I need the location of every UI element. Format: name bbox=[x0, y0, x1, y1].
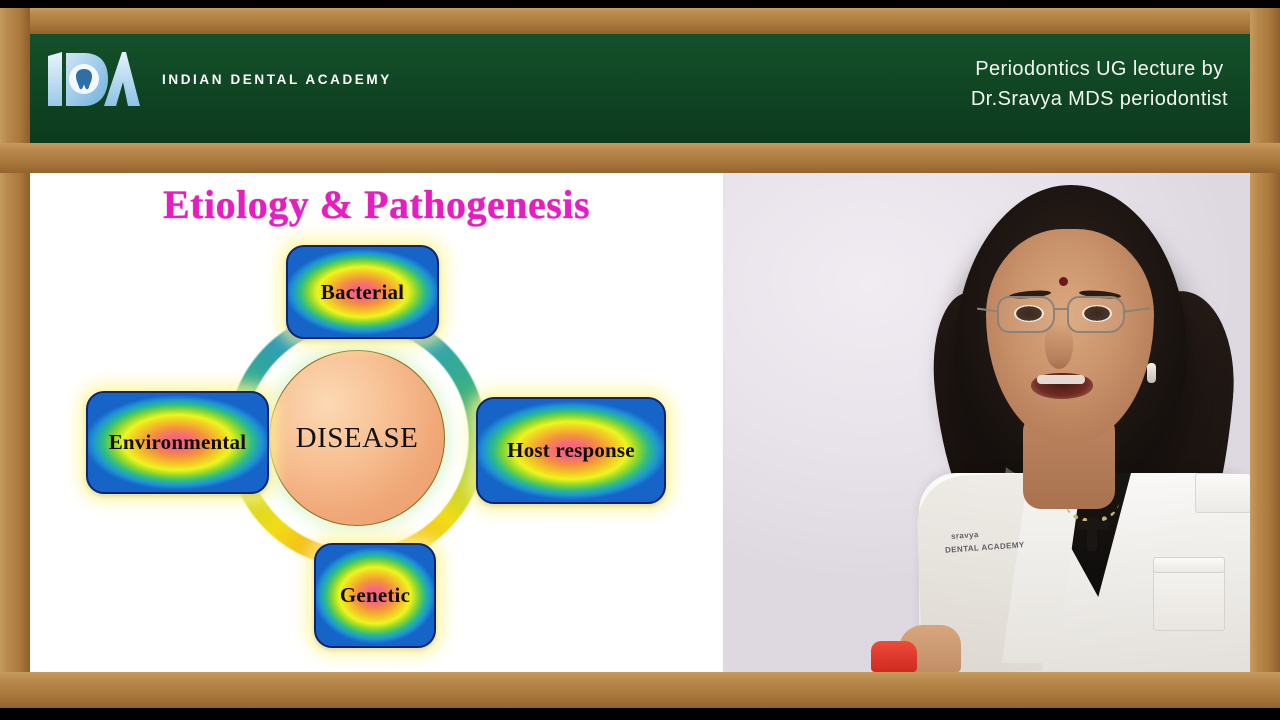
frame-left-bar bbox=[0, 8, 30, 708]
node-bacterial: Bacterial bbox=[286, 245, 439, 339]
frame-top-bar bbox=[0, 8, 1280, 34]
node-environmental-label: Environmental bbox=[108, 430, 247, 454]
eyeglass-lens-right bbox=[1067, 296, 1125, 333]
bindi bbox=[1059, 277, 1068, 286]
coat-shoulder-flap bbox=[1195, 473, 1250, 513]
academy-logo: INDIAN DENTAL ACADEMY bbox=[44, 48, 392, 110]
node-genetic: Genetic bbox=[314, 543, 436, 648]
chalkboard-header: INDIAN DENTAL ACADEMY Periodontics UG le… bbox=[30, 34, 1250, 144]
disease-center-node: DISEASE bbox=[269, 350, 445, 526]
coat-pocket bbox=[1153, 565, 1225, 631]
eye-left bbox=[1014, 305, 1044, 322]
frame-middle-bar bbox=[0, 143, 1280, 173]
node-bacterial-label: Bacterial bbox=[320, 279, 405, 304]
lecture-credit: Periodontics UG lecture by Dr.Sravya MDS… bbox=[971, 54, 1228, 115]
etiology-diagram: DISEASE Bacterial Environmental Host res… bbox=[78, 231, 718, 671]
nose bbox=[1045, 323, 1073, 369]
frame-right-bar bbox=[1250, 8, 1280, 708]
ida-monogram-icon bbox=[44, 48, 140, 110]
node-environmental: Environmental bbox=[86, 391, 269, 494]
slide-title: Etiology & Pathogenesis bbox=[162, 182, 591, 227]
node-host-response-label: Host response bbox=[507, 438, 635, 462]
pendant-bar bbox=[1077, 521, 1109, 530]
earring-right bbox=[1147, 363, 1156, 383]
eyeglass-lens-left bbox=[997, 296, 1055, 333]
coat-pocket-flap bbox=[1153, 557, 1225, 573]
disease-label: DISEASE bbox=[295, 421, 419, 454]
academy-name: INDIAN DENTAL ACADEMY bbox=[162, 71, 392, 87]
credit-line-1: Periodontics UG lecture by bbox=[975, 58, 1224, 80]
eyeglass-bridge bbox=[1053, 308, 1069, 310]
eye-right bbox=[1082, 305, 1112, 322]
red-held-object bbox=[871, 641, 917, 672]
presentation-slide: Etiology & Pathogenesis DISEASE Bacteria… bbox=[30, 173, 723, 672]
node-host-response: Host response bbox=[476, 397, 666, 504]
content-row: Etiology & Pathogenesis DISEASE Bacteria… bbox=[30, 173, 1250, 672]
coat-embroidery-line-1: sravya bbox=[950, 530, 980, 541]
node-genetic-label: Genetic bbox=[339, 583, 411, 607]
pendant bbox=[1087, 517, 1097, 551]
frame-bottom-bar bbox=[0, 672, 1280, 708]
teeth bbox=[1037, 375, 1085, 384]
credit-line-2: Dr.Sravya MDS periodontist bbox=[970, 88, 1228, 111]
presenter-video-panel: sravya DENTAL ACADEMY bbox=[723, 173, 1250, 672]
